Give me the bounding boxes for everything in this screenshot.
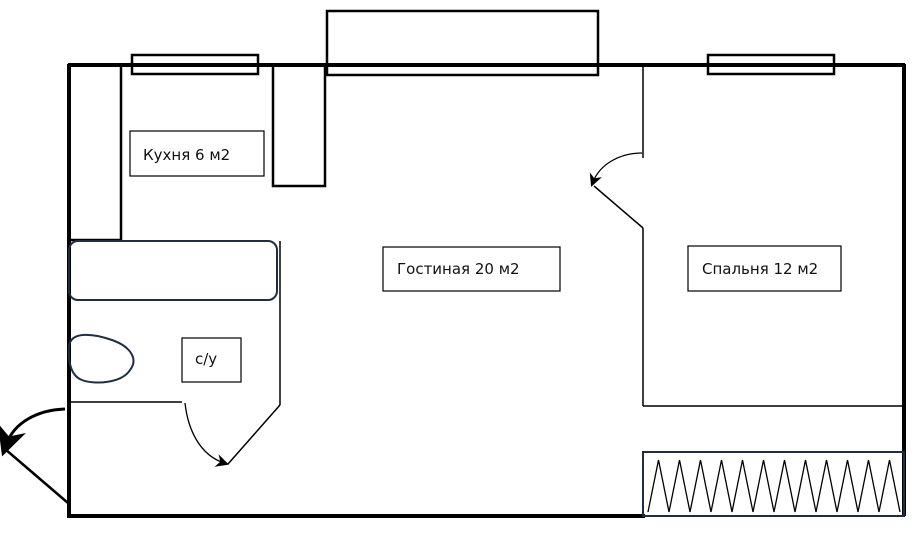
- label-bedroom-box: [687, 245, 842, 292]
- label-living-room: Гостиная 20 м2: [382, 246, 561, 292]
- radiator-zigzag: [647, 459, 901, 513]
- label-bedroom: Спальня 12 м2: [687, 245, 842, 292]
- bathroom-door[interactable]: [184, 402, 281, 467]
- bedroom-door[interactable]: [589, 152, 644, 229]
- label-living-room-box: [382, 246, 561, 292]
- kitchen-window: [130, 53, 260, 76]
- label-kitchen: Кухня 6 м2: [129, 130, 265, 177]
- bathtub: [68, 240, 278, 301]
- label-bedroom-text: Спальня 12 м2: [702, 260, 818, 278]
- label-bathroom: с/у: [181, 337, 242, 383]
- bathroom-door-leaf: [227, 404, 281, 465]
- entrance-door-leaf: [4, 448, 69, 504]
- kitchen-counter-left: [67, 63, 123, 242]
- label-kitchen-box: [129, 130, 265, 177]
- balcony: [325, 9, 600, 77]
- label-living-room-text: Гостиная 20 м2: [397, 260, 520, 278]
- toilet: [67, 333, 135, 384]
- bedroom-door-swing-arc: [589, 152, 643, 187]
- entrance-door-swing-arc: [0, 407, 66, 457]
- label-kitchen-text: Кухня 6 м2: [143, 146, 230, 164]
- radiator-frame: [642, 451, 905, 517]
- bathroom-door-swing-arc: [184, 402, 229, 467]
- entrance-door[interactable]: [0, 407, 69, 504]
- bedroom-window: [706, 53, 836, 76]
- label-bathroom-text: с/у: [195, 350, 217, 368]
- radiator: [642, 451, 905, 517]
- kitchen-cabinet-right: [271, 63, 327, 188]
- label-bathroom-box: [181, 337, 242, 383]
- bedroom-door-leaf: [593, 185, 644, 229]
